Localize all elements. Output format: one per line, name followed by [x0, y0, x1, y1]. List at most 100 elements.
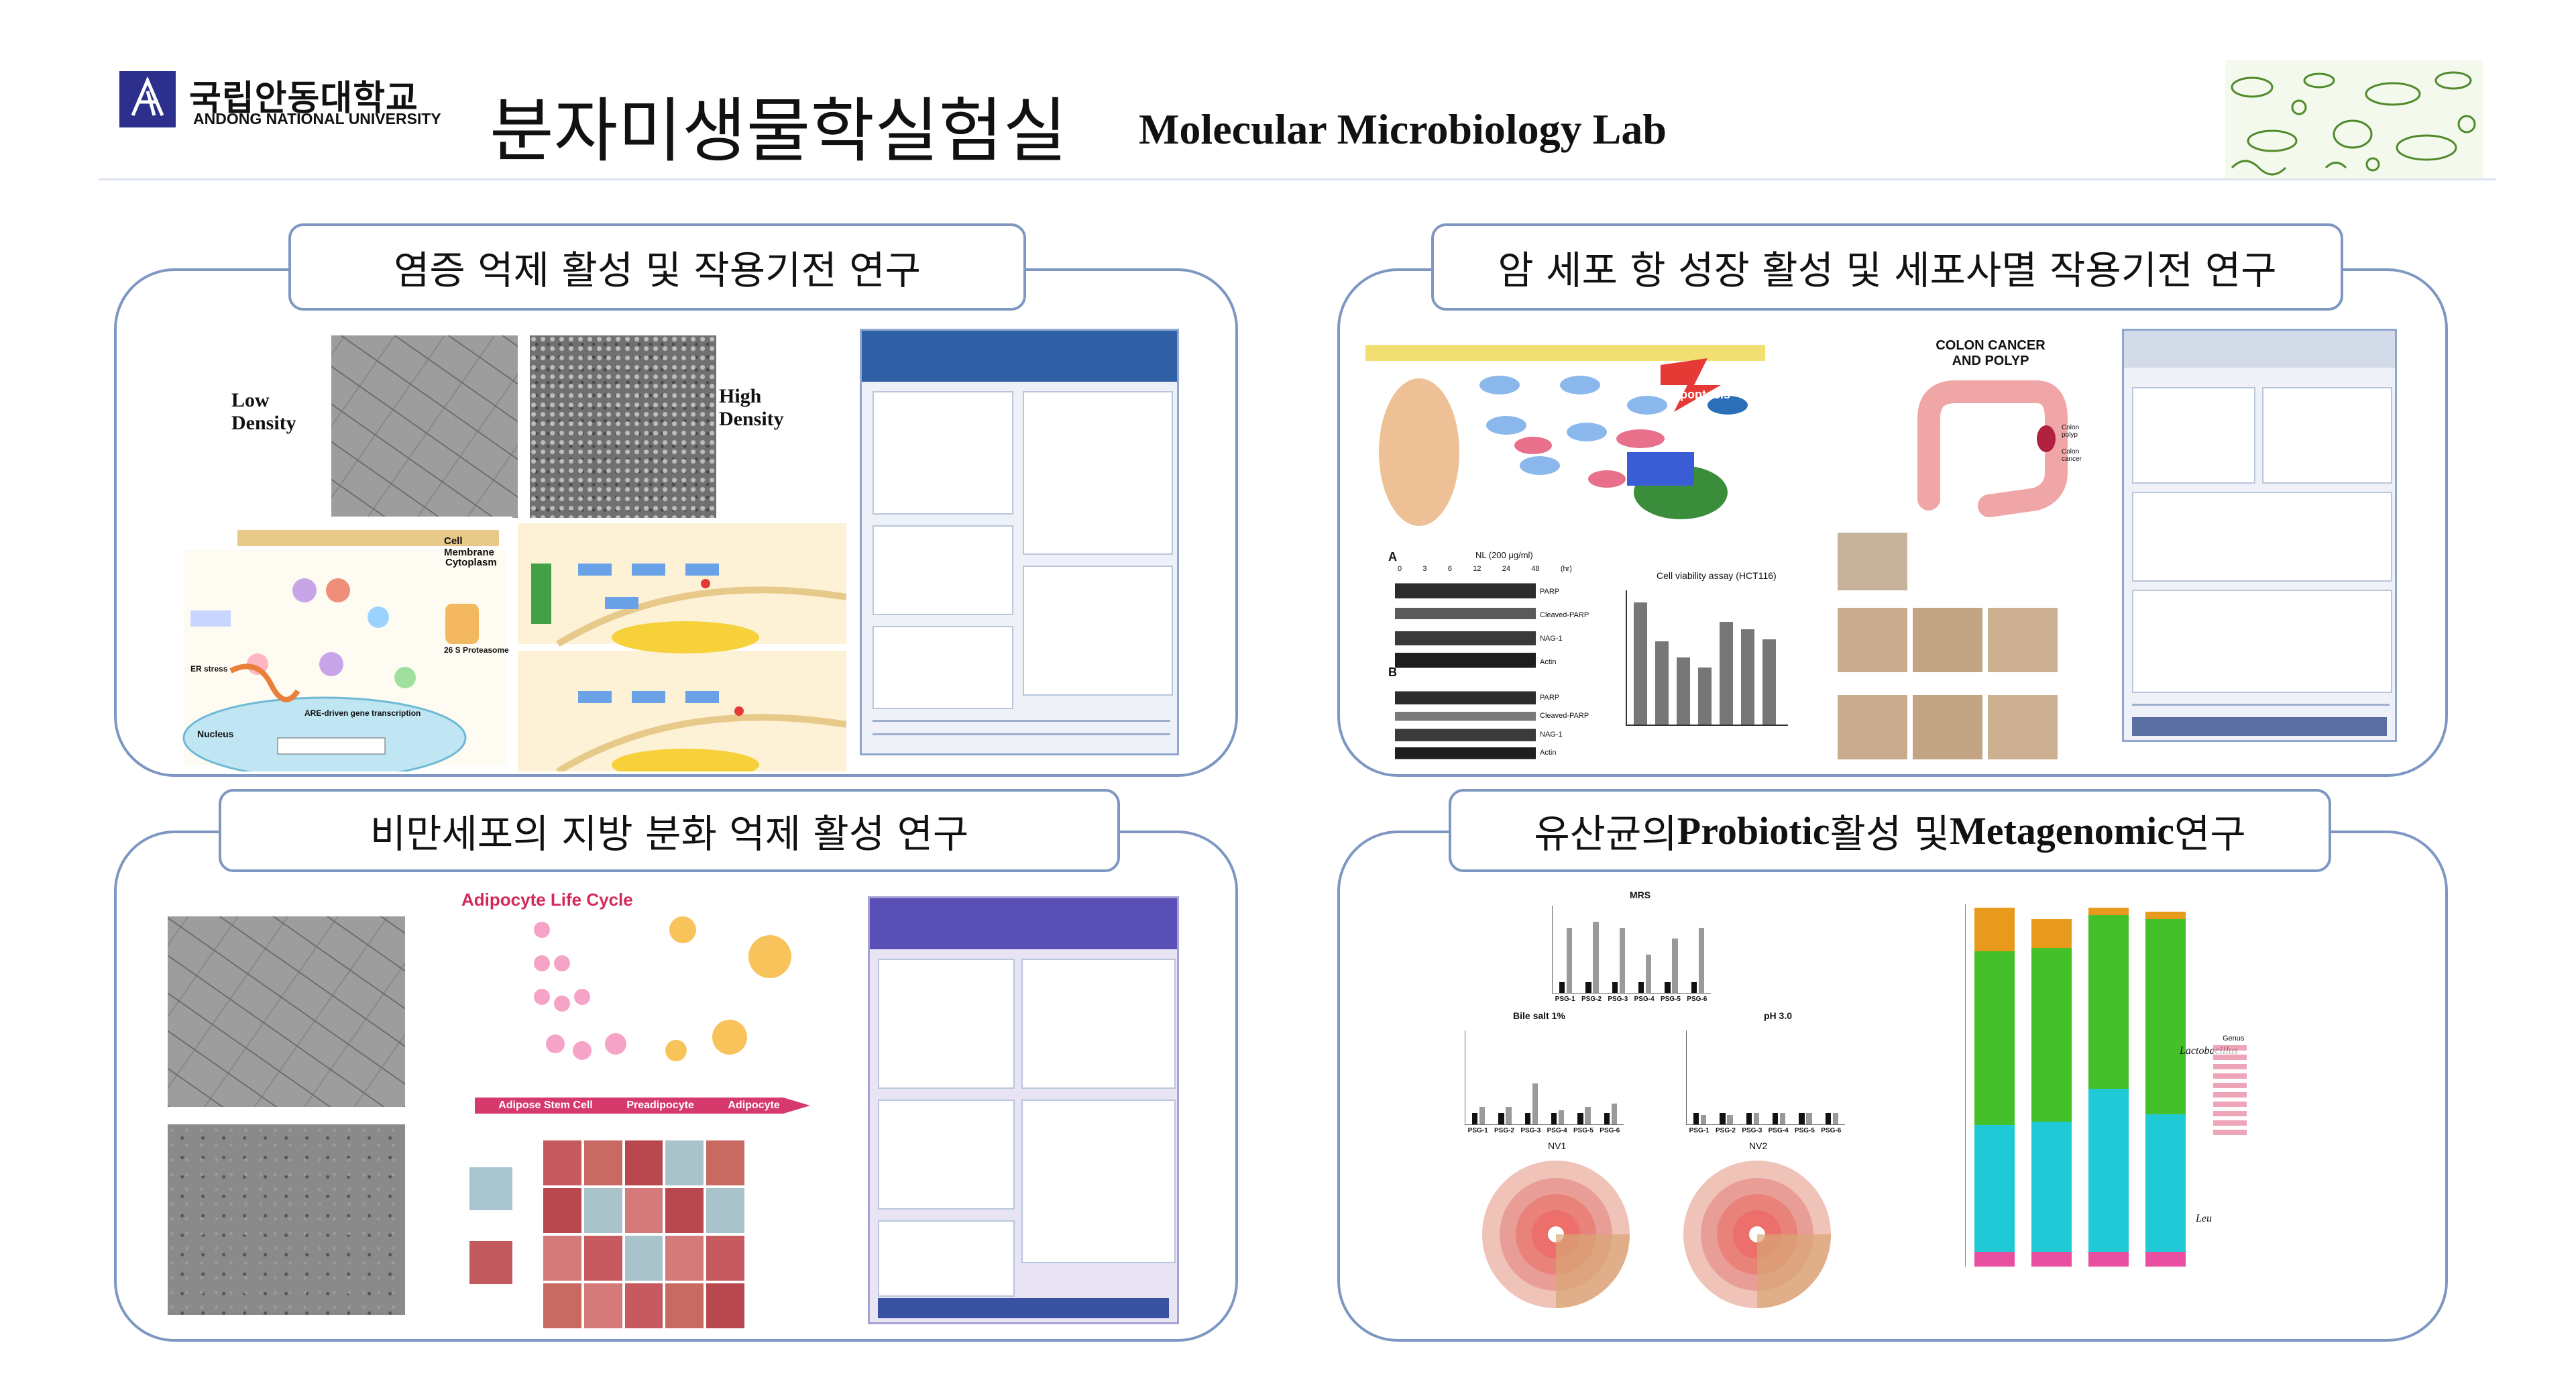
- high-density-micrograph: [530, 335, 716, 518]
- probiotic-title-kr-3: 연구: [2174, 811, 2246, 857]
- probiotic-bar: [1479, 1106, 1486, 1124]
- probiotic-title-en-1: Probiotic: [1677, 808, 1830, 853]
- stain-well: [624, 1236, 663, 1281]
- probiotic-bar: [1604, 1112, 1610, 1124]
- cell-viability-chart: Cell viability assay (HCT116): [1603, 570, 1804, 745]
- adipocyte-micrograph: [168, 1124, 405, 1315]
- stain-well: [624, 1283, 663, 1328]
- strain-label: PSG-3: [1520, 1127, 1541, 1134]
- apoptosis-pathway-diagram: Apoptosis: [1365, 325, 1765, 546]
- cancer-poster: [2122, 329, 2397, 742]
- stain-well: [665, 1283, 704, 1328]
- adipocyte-stage-arrow: Adipose Stem Cell Preadipocyte Adipocyte: [482, 1098, 797, 1114]
- strain-label: PSG-4: [1634, 996, 1655, 1003]
- viability-bar: [1698, 667, 1712, 725]
- panel-title-probiotic: 유산균의 Probiotic 활성 및 Metagenomic 연구: [1449, 789, 2331, 872]
- stain-well: [665, 1140, 704, 1185]
- wb-row-label: NAG-1: [1540, 730, 1563, 739]
- colon-cancer-label: Colon cancer: [2062, 448, 2082, 463]
- probiotic-bar: [1779, 1112, 1786, 1124]
- stacked-segment: [2145, 1252, 2186, 1267]
- probiotic-bar: [1532, 1083, 1538, 1124]
- stain-well: [583, 1283, 622, 1328]
- probiotic-bar: [1638, 981, 1644, 993]
- stain-well: [543, 1236, 581, 1281]
- panel-title-adipocyte: 비만세포의 지방 분화 억제 활성 연구: [219, 789, 1120, 872]
- probiotic-bar: [1720, 1112, 1726, 1124]
- probiotic-bar: [1753, 1112, 1760, 1124]
- stacked-segment: [1974, 951, 2015, 1126]
- stacked-column: [2088, 904, 2129, 1267]
- probiotic-bar: [1524, 1112, 1531, 1124]
- are-label: ARE-driven gene transcription: [304, 708, 421, 718]
- probiotic-bar: [1806, 1112, 1812, 1124]
- wb-time-label: 6: [1447, 565, 1452, 573]
- stacked-segment: [2031, 918, 2072, 948]
- stain-well: [665, 1188, 704, 1233]
- apoptosis-label: Apoptosis: [1671, 388, 1730, 401]
- probiotic-bar: [1700, 1115, 1707, 1124]
- microbe-illustration: [2225, 60, 2483, 180]
- strain-label: PSG-4: [1547, 1127, 1567, 1134]
- probiotic-bar: [1691, 981, 1697, 993]
- strain-label: PSG-3: [1742, 1127, 1762, 1134]
- colon-cancer-illustration: COLON CANCER AND POLYP Colon polyp Colon…: [1909, 338, 2083, 526]
- probiotic-bar: [1832, 1112, 1839, 1124]
- probiotic-bar: [1577, 1112, 1583, 1124]
- wb-time-label: (hr): [1560, 565, 1572, 573]
- leu-label: Leu: [2196, 1213, 2212, 1224]
- probiotic-bar: [1672, 938, 1678, 993]
- stain-well: [543, 1283, 581, 1328]
- stacked-segment: [1974, 1252, 2015, 1267]
- probiotic-bar: [1566, 927, 1573, 993]
- strain-label: PSG-4: [1768, 1127, 1789, 1134]
- stage-label: Adipose Stem Cell: [498, 1100, 593, 1111]
- probiotic-bar: [1645, 955, 1652, 993]
- stacked-segment: [2031, 1252, 2072, 1267]
- nv1-circular-tree: NV1: [1469, 1140, 1650, 1322]
- viability-bar: [1741, 629, 1754, 725]
- stain-well: [543, 1140, 581, 1185]
- treated-cells-micrograph-1: [1838, 533, 1907, 590]
- stain-well: [706, 1283, 744, 1328]
- stacked-segment: [2145, 911, 2186, 919]
- panel-title-inflammation: 염증 억제 활성 및 작용기전 연구: [288, 223, 1026, 311]
- stain-well: [706, 1140, 744, 1185]
- ph-title: pH 3.0: [1764, 1010, 1793, 1021]
- stage-label: Preadipocyte: [626, 1100, 694, 1111]
- viability-title: Cell viability assay (HCT116): [1657, 570, 1777, 581]
- stacked-column: [2031, 904, 2072, 1267]
- wb-time-label: 24: [1502, 565, 1510, 573]
- nv1-label: NV1: [1548, 1140, 1567, 1151]
- probiotic-bar: [1693, 1112, 1699, 1124]
- panel-title-cancer: 암 세포 항 성장 활성 및 세포사멸 작용기전 연구: [1431, 223, 2343, 311]
- stacked-segment: [2031, 947, 2072, 1122]
- stacked-segment: [2031, 1122, 2072, 1252]
- stage-label: Adipocyte: [728, 1100, 780, 1111]
- wb-time-label: 0: [1398, 565, 1402, 573]
- probiotic-bar: [1558, 1110, 1565, 1124]
- viability-bar: [1634, 602, 1647, 725]
- wb-time-label: 3: [1422, 565, 1427, 573]
- probiotic-bar: [1471, 1112, 1478, 1124]
- probiotic-bar: [1619, 927, 1626, 993]
- probiotic-bar: [1559, 981, 1565, 993]
- university-logo: [119, 71, 176, 127]
- university-name-en: ANDONG NATIONAL UNIVERSITY: [193, 110, 441, 127]
- strain-label: PSG-2: [1581, 996, 1602, 1003]
- stain-well: [706, 1188, 744, 1233]
- probiotic-title-kr-1: 유산균의: [1534, 811, 1677, 857]
- stacked-segment: [2088, 1089, 2129, 1252]
- stain-well: [624, 1140, 663, 1185]
- wb-title-a: NL (200 μg/ml): [1475, 550, 1533, 560]
- inflammation-poster: [860, 329, 1179, 755]
- bile-title: Bile salt 1%: [1513, 1010, 1565, 1021]
- viability-bar: [1762, 639, 1776, 725]
- adipocyte-title-text: 비만세포의 지방 분화 억제 활성 연구: [370, 811, 969, 857]
- strain-label: PSG-6: [1687, 996, 1707, 1003]
- strain-label: PSG-1: [1689, 1127, 1710, 1134]
- cancer-title-text: 암 세포 항 성장 활성 및 세포사멸 작용기전 연구: [1498, 248, 2277, 293]
- cell-membrane-label: Cell Membrane: [444, 535, 495, 558]
